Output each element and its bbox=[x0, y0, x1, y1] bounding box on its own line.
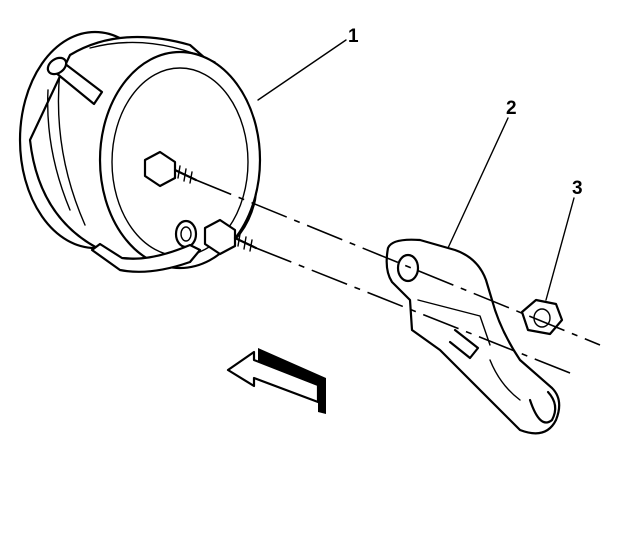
alignment-lines bbox=[195, 179, 601, 376]
forward-arrow-icon bbox=[226, 348, 326, 414]
vacuum-canister bbox=[18, 30, 262, 273]
mounting-bracket bbox=[385, 238, 561, 435]
hex-nut bbox=[520, 298, 564, 336]
callout-3: 3 bbox=[572, 178, 583, 199]
callout-2: 2 bbox=[506, 98, 517, 119]
leader-lines bbox=[257, 39, 575, 301]
callout-1: 1 bbox=[348, 26, 359, 47]
